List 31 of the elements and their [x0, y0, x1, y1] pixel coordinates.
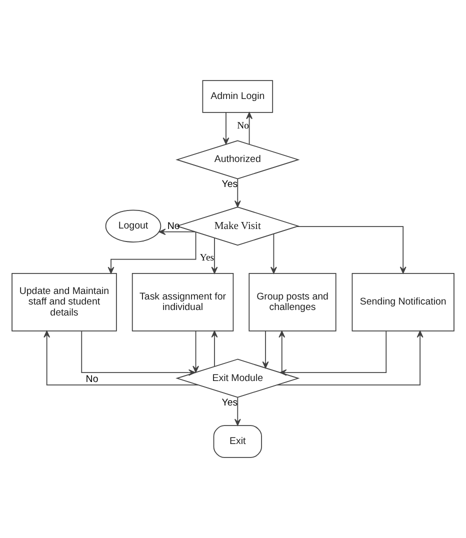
arrow — [192, 330, 199, 373]
node-box: Sending Notification — [352, 272, 454, 332]
node-ellipse: Logout — [105, 210, 162, 242]
arrow — [270, 234, 277, 274]
edge-label: Yes — [222, 398, 238, 409]
edge-label: Yes — [222, 178, 238, 190]
node-box: Admin Login — [202, 80, 274, 113]
node-box: Update and Maintain staff and student details — [12, 272, 117, 332]
arrow — [276, 330, 424, 386]
node-box: Group posts and challenges — [248, 272, 336, 332]
arrow — [234, 178, 241, 208]
edge-label: Yes — [200, 252, 214, 264]
edge-label: No — [237, 120, 250, 132]
node-diamond: Authorized — [176, 140, 300, 180]
arrow — [246, 112, 253, 145]
arrow — [44, 330, 199, 386]
arrow — [280, 330, 387, 376]
arrow — [222, 112, 230, 144]
arrow — [296, 226, 406, 274]
arrow — [262, 330, 269, 368]
arrow — [211, 238, 218, 274]
node-box: Task assignment for individual — [132, 272, 234, 332]
edge-label: No — [86, 374, 98, 386]
arrow — [278, 330, 286, 374]
arrow — [108, 232, 196, 274]
arrow — [234, 397, 241, 426]
node-diamond: Exit Module — [176, 358, 300, 398]
arrow — [211, 330, 218, 367]
node-box: Exit — [213, 425, 262, 458]
arrow — [158, 228, 196, 236]
arrow — [81, 330, 196, 376]
